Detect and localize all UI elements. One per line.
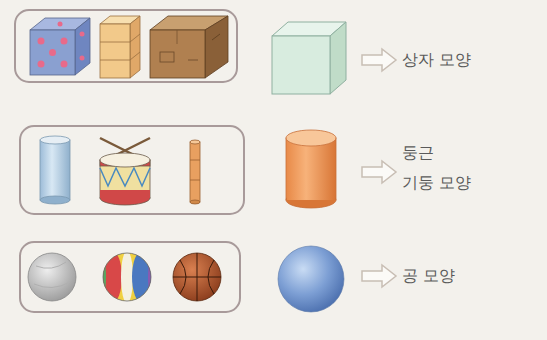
- shape-name: 둥근 기둥 모양: [402, 138, 482, 199]
- line-spacer: [448, 138, 482, 148]
- box-picture: [100, 16, 140, 78]
- can-picture: [40, 136, 70, 204]
- box-picture: [150, 16, 228, 78]
- hollow-arrow: [362, 49, 396, 287]
- group-frame: [20, 126, 244, 214]
- basketball-picture: [173, 253, 221, 301]
- group-frame: [20, 242, 240, 312]
- dice-picture: [30, 18, 90, 75]
- drum-picture: [100, 138, 150, 205]
- shape-name: 공 모양: [402, 261, 512, 291]
- cylinder-shape: [286, 130, 336, 208]
- cube-shape: [272, 22, 346, 94]
- beach-ball-picture: [94, 250, 160, 310]
- group-frame: [15, 10, 237, 82]
- sphere-shape: [278, 246, 344, 312]
- ball-picture: [28, 253, 76, 301]
- stick-picture: [190, 140, 200, 204]
- shape-name: 상자 모양: [402, 45, 512, 75]
